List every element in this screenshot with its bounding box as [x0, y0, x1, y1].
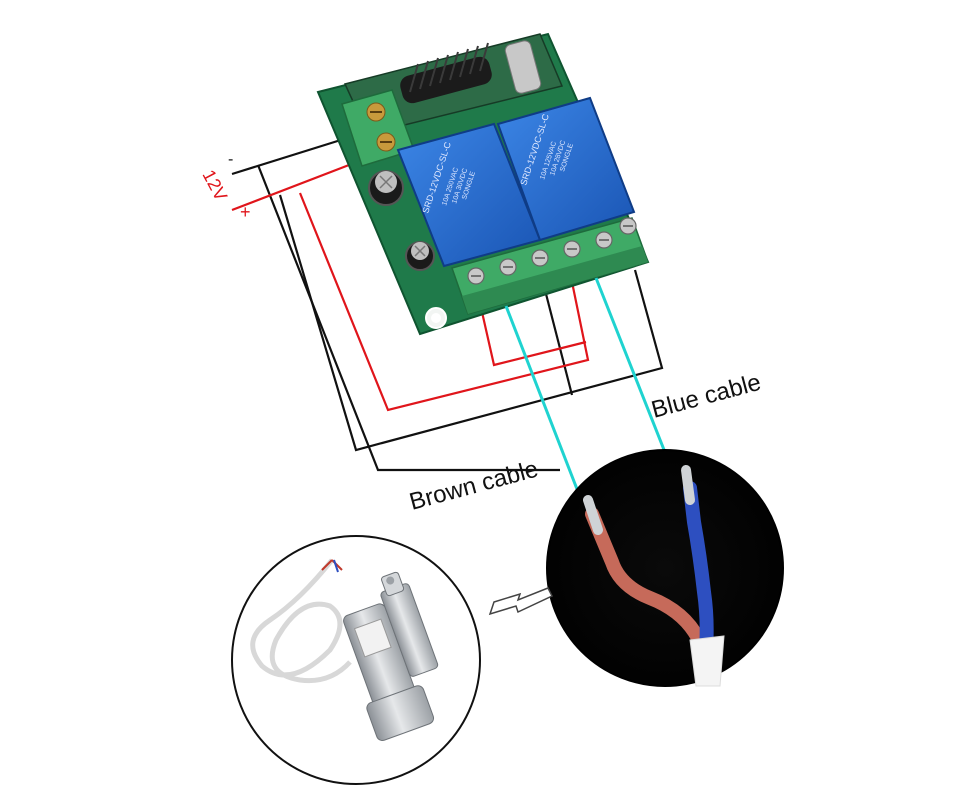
wire-black-left-outer	[256, 164, 560, 472]
brown-wire-tip	[583, 495, 603, 535]
capacitor-1	[368, 170, 404, 206]
wire-cyan-brown	[504, 305, 584, 503]
plus-sign: +	[240, 202, 251, 222]
arrow-icon	[488, 587, 554, 616]
wire-red-supply	[231, 158, 363, 212]
actuator-closeup	[231, 535, 481, 785]
red-wires	[231, 158, 590, 412]
relay-board: SRD-12VDC-SL-C 10A 250VAC 10A 30VDC SONG…	[316, 32, 650, 336]
blue-wire-core	[683, 481, 714, 655]
blue-cable-label: Blue cable	[649, 369, 764, 424]
output-terminal-block	[451, 217, 649, 315]
relay-2: SRD-12VDC-SL-C 10A 125VAC 10A 28VDC SONG…	[496, 96, 636, 242]
capacitor-2	[405, 241, 435, 271]
actuator-cable	[250, 558, 352, 684]
wire-black-right-loop	[278, 194, 664, 452]
cyan-wires	[504, 277, 674, 503]
relay-1: SRD-12VDC-SL-C 10A 250VAC 10A 30VDC SONG…	[396, 122, 542, 268]
wire-red-inner	[480, 311, 587, 367]
brown-wire-core	[585, 507, 707, 649]
wire-red-outer	[298, 192, 590, 412]
white-sheath	[689, 635, 725, 687]
brown-cable-label: Brown cable	[407, 456, 542, 516]
actuator-body	[343, 571, 439, 742]
crystal	[504, 40, 542, 94]
wire-black-mid	[543, 289, 574, 396]
rf-coil	[400, 56, 492, 104]
supply-voltage-label: 12V	[198, 166, 231, 204]
minus-sign: -	[228, 151, 233, 168]
cable-closeup	[546, 449, 784, 687]
wire-cyan-blue	[594, 277, 674, 471]
blue-wire-tip	[681, 465, 695, 505]
